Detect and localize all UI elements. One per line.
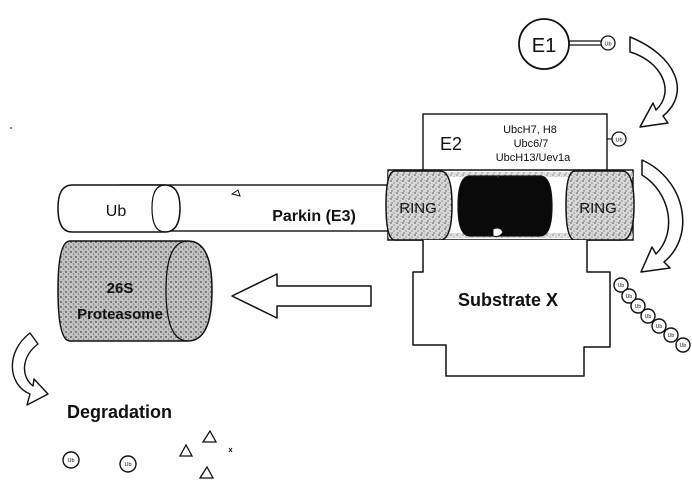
curved-arrow-icon (641, 160, 683, 272)
curved-arrow-icon (630, 37, 677, 127)
ring2-label: RING (579, 200, 617, 217)
e1-ub-bead-label: Ub (604, 42, 611, 48)
svg-text:Ub: Ub (656, 324, 663, 330)
ub-domain-label: Ub (106, 203, 127, 220)
e2-member-2: Ubc6/7 (514, 138, 549, 150)
degradation-products: Ub Ub (63, 431, 232, 478)
proteasome-label-line1: 26S (107, 280, 134, 297)
e2-group: E2 UbcH7, H8 Ubc6/7 UbcH13/Uev1a Ub (423, 114, 626, 171)
svg-text:Ub: Ub (626, 294, 633, 300)
svg-text:Ub: Ub (680, 343, 687, 349)
ring1-label: RING (399, 200, 437, 217)
peptide-triangle-icon (180, 445, 192, 456)
svg-text:Ub: Ub (124, 462, 131, 468)
svg-text:Ub: Ub (645, 314, 652, 320)
e2-ub-bead-label: Ub (615, 138, 622, 144)
e2-label: E2 (440, 134, 462, 154)
ibr-domain (458, 176, 552, 236)
e2-member-3: UbcH13/Uev1a (496, 152, 571, 164)
e1-group: E1 Ub (519, 19, 615, 69)
hollow-block-arrow-icon (232, 274, 371, 318)
polyubiquitin-chain: Ub Ub Ub Ub Ub Ub Ub (614, 278, 690, 352)
parkin-e3-group: Ub Parkin (E3) RING RING (58, 170, 634, 240)
degradation-label: Degradation (67, 402, 172, 422)
proteasome-cylinder (58, 241, 212, 341)
svg-text:Ub: Ub (67, 458, 74, 464)
proteasome-group: 26S Proteasome (58, 241, 212, 341)
curved-arrow-icon (12, 333, 48, 405)
e1-label: E1 (532, 35, 556, 57)
substrate-label: Substrate X (458, 290, 558, 310)
peptide-triangle-icon (203, 431, 216, 442)
svg-text:Ub: Ub (635, 304, 642, 310)
svg-text:Ub: Ub (668, 333, 675, 339)
peptide-triangle-icon (200, 467, 213, 478)
parkin-label: Parkin (E3) (272, 208, 356, 225)
e2-member-1: UbcH7, H8 (503, 124, 557, 136)
substrate-group: Substrate X (413, 240, 610, 376)
proteasome-label-line2: Proteasome (77, 306, 163, 323)
svg-text:Ub: Ub (618, 283, 625, 289)
